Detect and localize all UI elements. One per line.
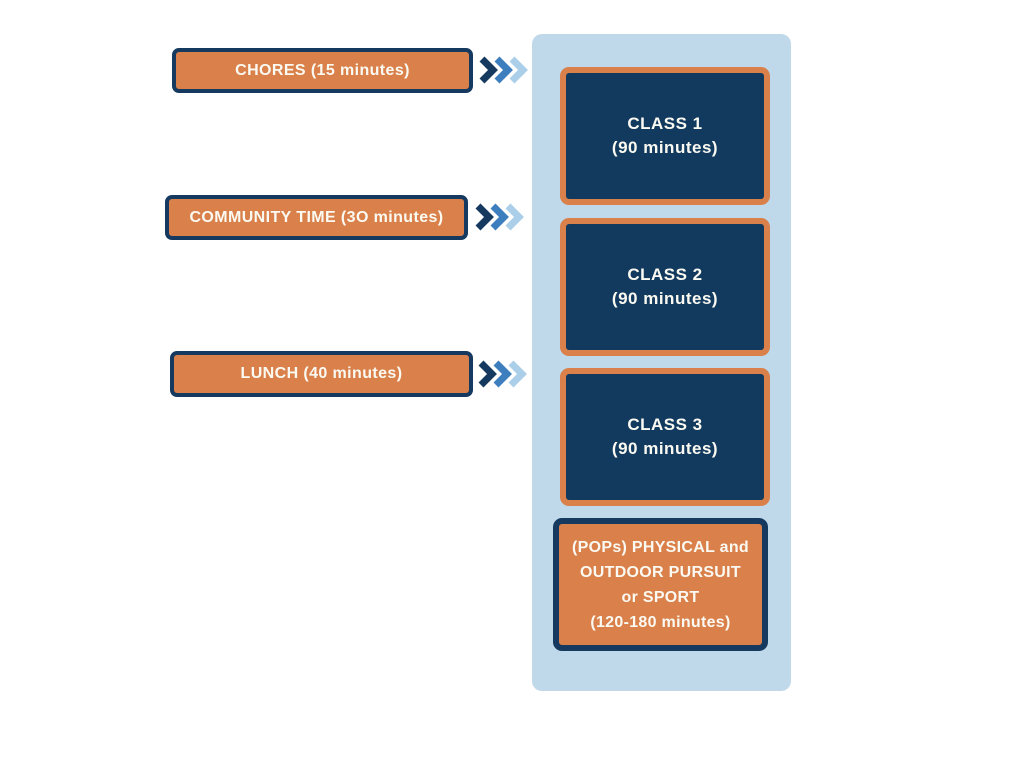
class-title: CLASS 2 [627,265,703,284]
activity-label: COMMUNITY TIME (3O minutes) [189,208,444,226]
pops-line: OUTDOOR PURSUIT [580,563,741,581]
class-duration: (90 minutes) [611,289,719,308]
class-box-3: CLASS 3 (90 minutes) [560,368,770,506]
activity-label: LUNCH (40 minutes) [240,365,403,382]
activity-label: CHORES (15 minutes) [235,61,410,79]
class-duration: (90 minutes) [611,439,719,458]
class-box-2: CLASS 2 (90 minutes) [560,218,770,356]
activity-box-lunch: LUNCH (40 minutes) [170,351,473,397]
pops-line: (POPs) PHYSICAL and [572,538,749,556]
triple-chevron-icon [478,55,532,85]
activity-box-community-time: COMMUNITY TIME (3O minutes) [165,195,468,240]
pops-box: (POPs) PHYSICAL and OUTDOOR PURSUIT or S… [553,518,768,651]
class-box-1: CLASS 1 (90 minutes) [560,67,770,205]
class-title: CLASS 1 [627,114,703,133]
triple-chevron-icon [474,202,528,232]
pops-line: or SPORT [621,588,700,606]
pops-line: (120-180 minutes) [590,613,731,631]
activity-box-chores: CHORES (15 minutes) [172,48,473,93]
class-duration: (90 minutes) [611,138,719,157]
class-title: CLASS 3 [627,415,703,434]
triple-chevron-icon [477,359,531,389]
